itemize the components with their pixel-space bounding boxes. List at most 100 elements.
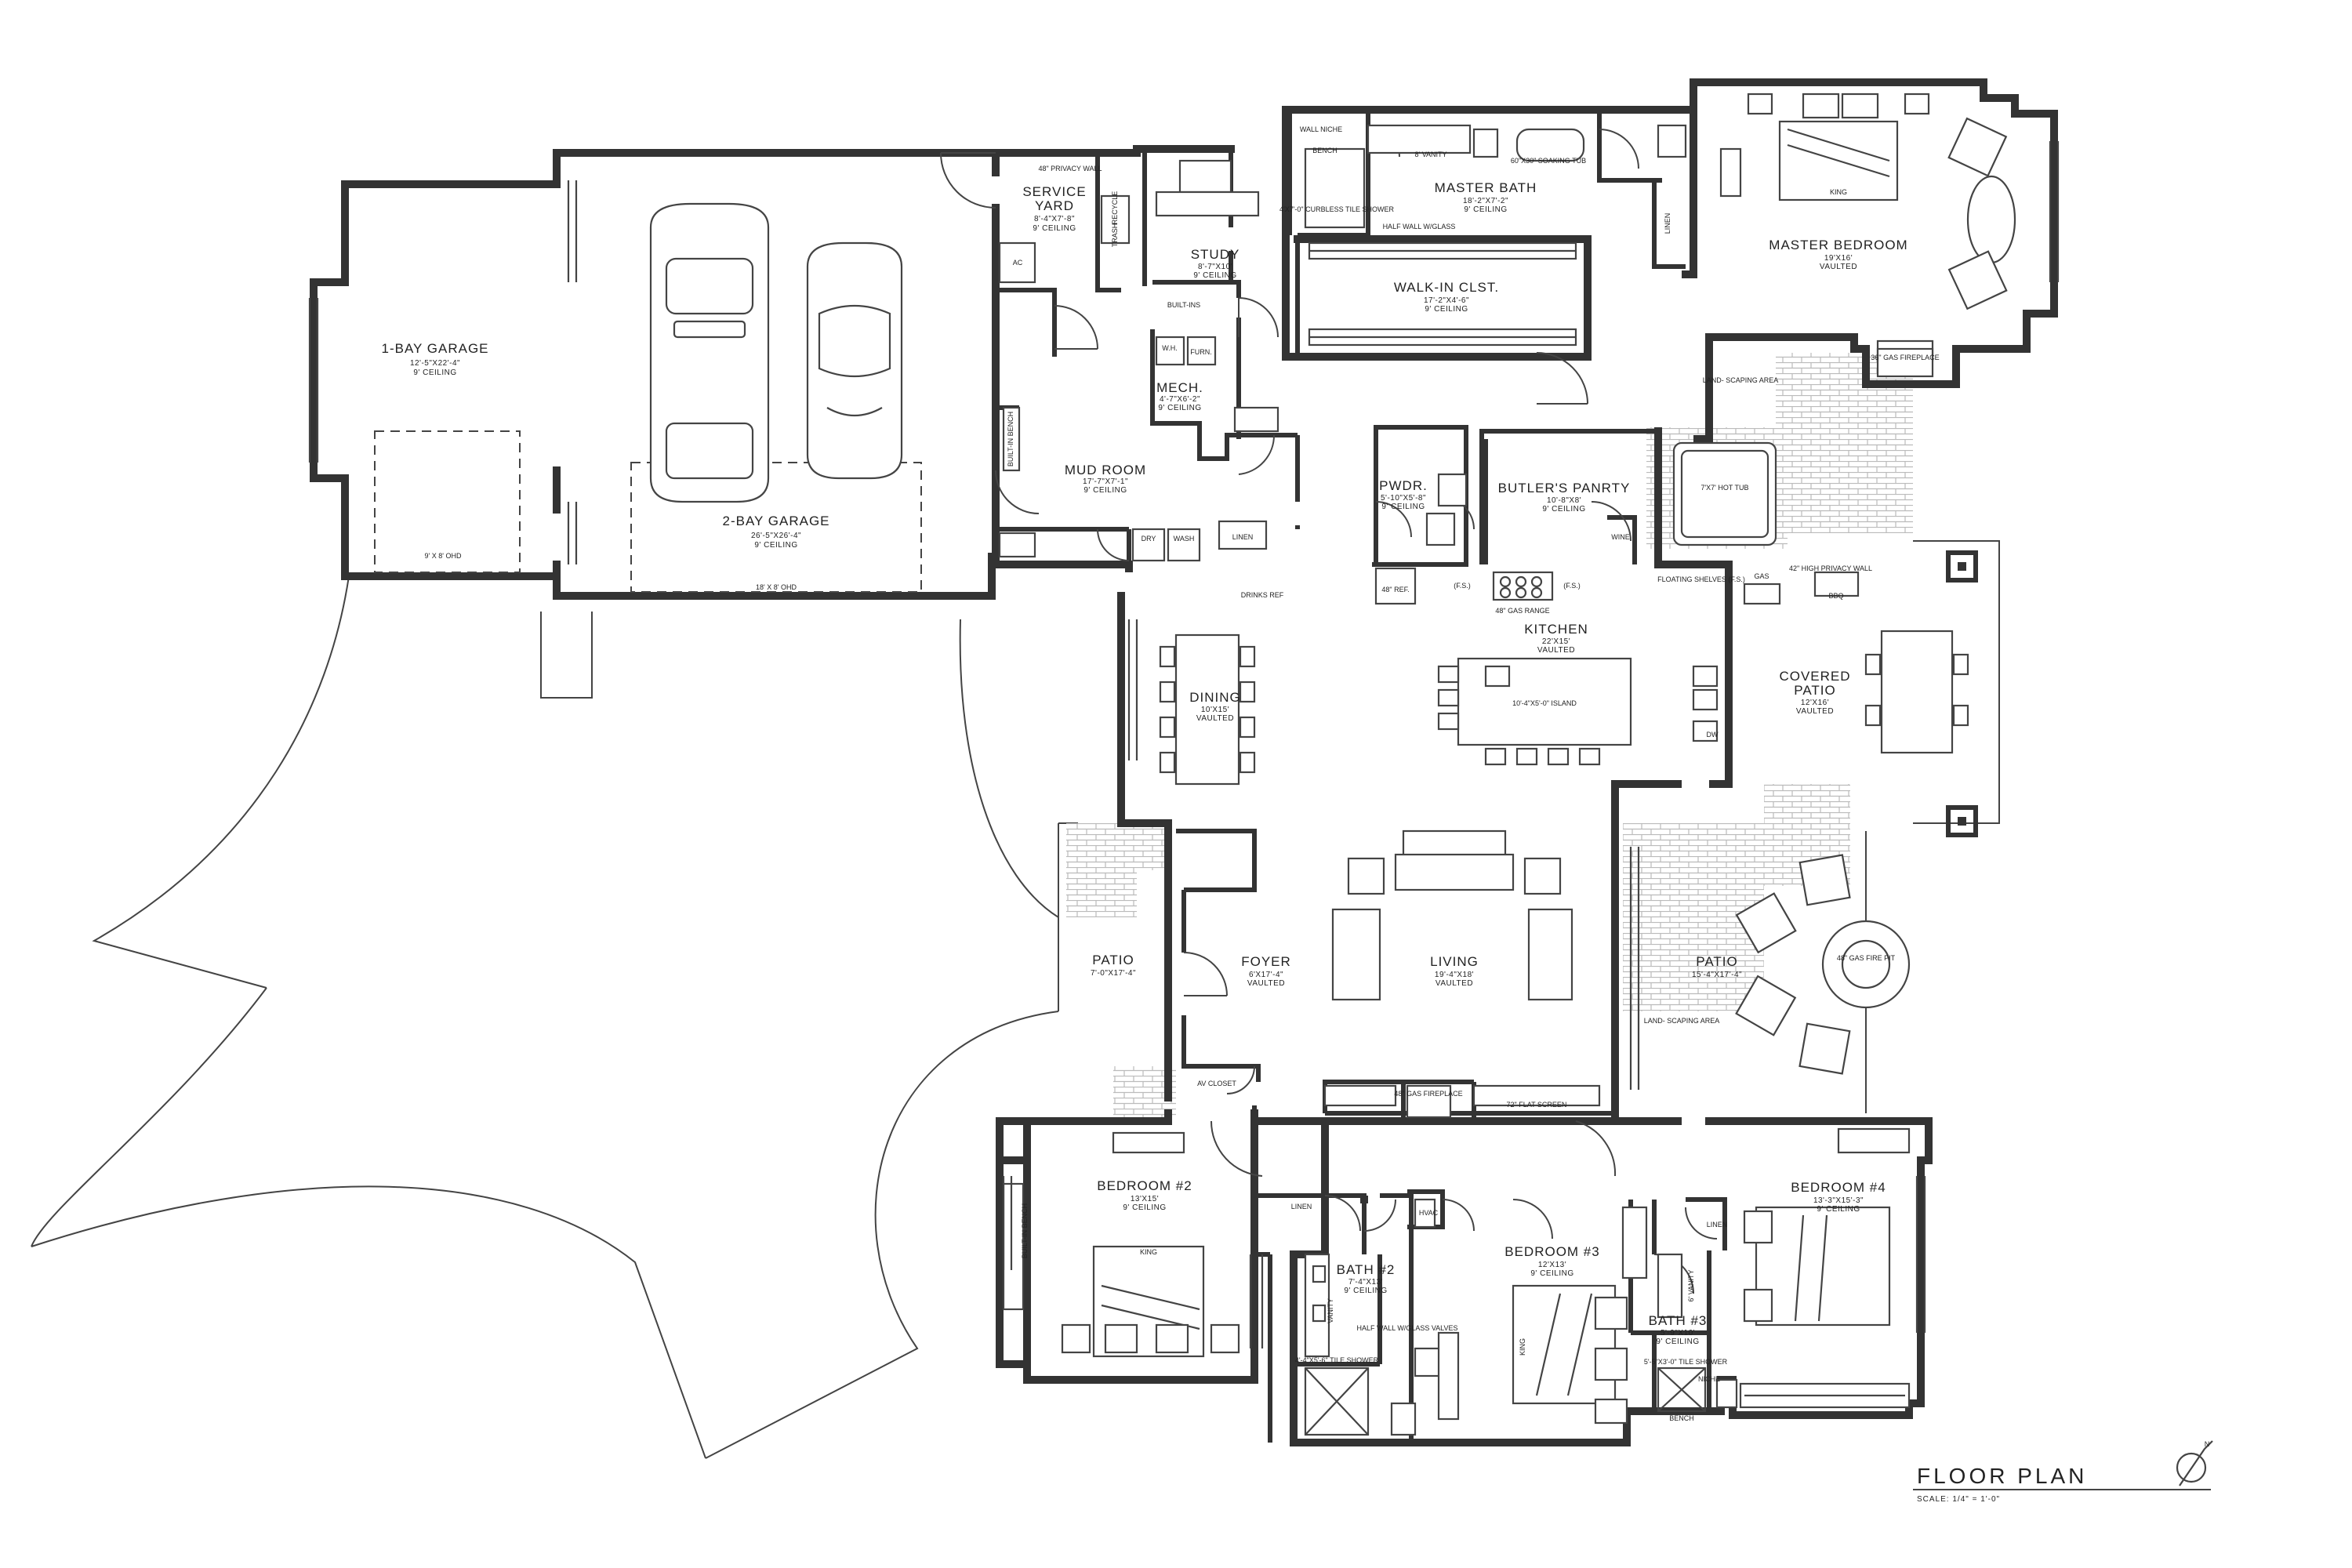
room-name-patio-west: PATIO [1092, 953, 1134, 967]
car-suv [649, 202, 770, 503]
room-size-garage2: 26'-5"X26'-4" [751, 532, 801, 540]
room-ceiling-living: VAULTED [1436, 979, 1473, 988]
room-size-mud-room: 17'-7"X7'-1" [1083, 477, 1128, 486]
room-size-foyer: 6'X17'-4" [1249, 971, 1283, 979]
room-size-bath3: 5'-9"X10' [1661, 1329, 1695, 1338]
doors [940, 125, 1718, 1294]
wash-note: WASH [1174, 535, 1195, 543]
room-ceiling-master-bath: 9' CEILING [1464, 205, 1507, 214]
av-closet-note: AV CLOSET [1197, 1080, 1236, 1087]
room-name-mech: MECH. [1156, 380, 1203, 395]
room-ceiling-bedroom4: 9' CEILING [1817, 1205, 1860, 1214]
vanity-6-note: 6' VANITY [1687, 1269, 1695, 1301]
room-name-covered-patio-1: COVERED [1779, 669, 1850, 684]
fireplace-36-note: 36" GAS FIREPLACE [1871, 354, 1939, 361]
privacy-wall-note: 48" PRIVACY WALL [1038, 165, 1102, 172]
room-name-covered-patio-2: PATIO [1794, 683, 1836, 698]
room-name-service-yard-1: SERVICE [1022, 184, 1086, 199]
room-name-bedroom3: BEDROOM #3 [1504, 1244, 1599, 1259]
landscaping-note-2: LAND- SCAPING AREA [1644, 1017, 1720, 1025]
floating-shelves-note: FLOATING SHELVES (F.S.) [1657, 575, 1745, 583]
drawing-scale: SCALE: 1/4" = 1'-0" [1917, 1495, 2000, 1504]
vanity-8-note: 8' VANITY [1414, 151, 1446, 158]
fs-note-1: (F.S.) [1454, 582, 1471, 590]
flat-screen-note: 72" FLAT SCREEN [1507, 1101, 1567, 1109]
room-size-study: 8'-7"X10' [1198, 263, 1232, 271]
hvac-note: HVAC [1419, 1209, 1439, 1217]
bbq-note: BBQ [1828, 592, 1843, 600]
half-wall-note: HALF WALL W/GLASS [1383, 223, 1456, 230]
garage2-door: 18' X 8' OHD [756, 583, 797, 591]
room-ceiling-study: 9' CEILING [1193, 271, 1236, 280]
room-size-patio-west: 7'-0"X17'-4" [1091, 969, 1136, 978]
niche-note: NICHE [1698, 1375, 1720, 1383]
drawing-title: FLOOR PLAN [1917, 1464, 2087, 1488]
room-size-butlers-pantry: 10'-8"X8' [1547, 496, 1581, 505]
bench-note-b3: BENCH [1669, 1414, 1694, 1422]
room-ceiling-dining: VAULTED [1196, 714, 1234, 723]
garage-contents [374, 202, 922, 593]
room-name-butlers-pantry: BUTLER'S PANRTY [1498, 481, 1631, 495]
room-size-dining: 10'X15' [1201, 706, 1229, 714]
room-name-walk-in: WALK-IN CLST. [1394, 280, 1499, 295]
room-size-master-bedroom: 19'X16' [1824, 254, 1853, 263]
room-name-patio-east: PATIO [1696, 954, 1738, 969]
room-ceiling-bedroom3: 9' CEILING [1530, 1269, 1573, 1278]
room-size-master-bath: 18'-2"X7'-2" [1463, 197, 1508, 205]
north-label: N [2205, 1440, 2210, 1448]
king-note-b2: KING [1140, 1248, 1157, 1256]
room-name-service-yard-2: YARD [1035, 198, 1074, 213]
room-ceiling-kitchen: VAULTED [1537, 646, 1575, 655]
bench-note: BENCH [1312, 147, 1338, 154]
room-ceiling-mud-room: 9' CEILING [1083, 486, 1127, 495]
room-size-bedroom3: 12'X13' [1538, 1261, 1566, 1269]
room-name-bath3: BATH #3 [1649, 1313, 1708, 1328]
room-ceiling-bedroom2: 9' CEILING [1123, 1203, 1166, 1212]
fs-note-2: (F.S.) [1563, 582, 1581, 590]
room-name-garage2: 2-BAY GARAGE [722, 514, 829, 528]
car-coupe [806, 241, 903, 480]
room-ceiling-butlers-pantry: 9' CEILING [1542, 505, 1585, 514]
built-in-bench-note: BUILT-IN BENCH [1007, 412, 1014, 466]
room-name-dining: DINING [1189, 690, 1241, 705]
room-size-bath2: 7'-4"X13' [1348, 1278, 1383, 1287]
privacy-wall-42-note: 42" HIGH PRIVACY WALL [1789, 564, 1872, 572]
room-name-master-bath: MASTER BATH [1435, 180, 1537, 195]
labels: 1-BAY GARAGE 12'-5"X22'-4" 9' CEILING 9'… [381, 125, 2209, 1504]
recycle-note: RECYCLE [1111, 191, 1119, 225]
fireplace-48-note: 48" GAS FIREPLACE [1394, 1090, 1462, 1098]
room-name-bedroom4: BEDROOM #4 [1791, 1180, 1886, 1195]
room-size-service-yard: 8'-4"X7'-8" [1034, 215, 1075, 223]
room-name-living: LIVING [1430, 954, 1479, 969]
room-name-study: STUDY [1191, 247, 1240, 262]
gas-note: GAS [1754, 572, 1769, 580]
room-size-mech: 4'-7"X6'-2" [1160, 395, 1200, 404]
paved-areas [1066, 353, 1913, 1117]
room-ceiling-garage1: 9' CEILING [413, 368, 456, 377]
room-size-bedroom2: 13'X15' [1131, 1195, 1159, 1203]
room-size-kitchen: 22'X15' [1542, 637, 1570, 646]
room-name-garage1: 1-BAY GARAGE [381, 341, 488, 356]
gas-range-note: 48" GAS RANGE [1495, 607, 1549, 615]
room-ceiling-service-yard: 9' CEILING [1033, 224, 1076, 233]
room-name-foyer: FOYER [1241, 954, 1291, 969]
furn-note: FURN. [1190, 348, 1212, 356]
room-name-bath2: BATH #2 [1337, 1262, 1396, 1277]
room-size-living: 19'-4"X18' [1435, 971, 1474, 979]
hot-tub-note: 7'X7' HOT TUB [1700, 484, 1748, 492]
room-ceiling-master-bedroom: VAULTED [1820, 263, 1857, 271]
king-note-master: KING [1830, 188, 1847, 196]
wine-note: WINE [1611, 533, 1630, 541]
island-note: 10'-4"X5'-0" ISLAND [1512, 699, 1577, 707]
dw-note: DW [1707, 731, 1719, 739]
trash-note: TRASH [1111, 223, 1119, 248]
tile-shower-b3-note: 5'-5"X3'-0" TILE SHOWER [1644, 1358, 1728, 1366]
linen-note-master: LINEN [1664, 213, 1671, 234]
vanity-note-b2: VANITY [1327, 1298, 1334, 1323]
room-size-patio-east: 15'-4"X17'-4" [1692, 971, 1742, 979]
ac-note: AC [1013, 259, 1023, 267]
built-ins-note: BUILT-INS [1167, 301, 1200, 309]
room-name-mud-room: MUD ROOM [1065, 463, 1146, 477]
room-ceiling-mech: 9' CEILING [1158, 404, 1201, 412]
